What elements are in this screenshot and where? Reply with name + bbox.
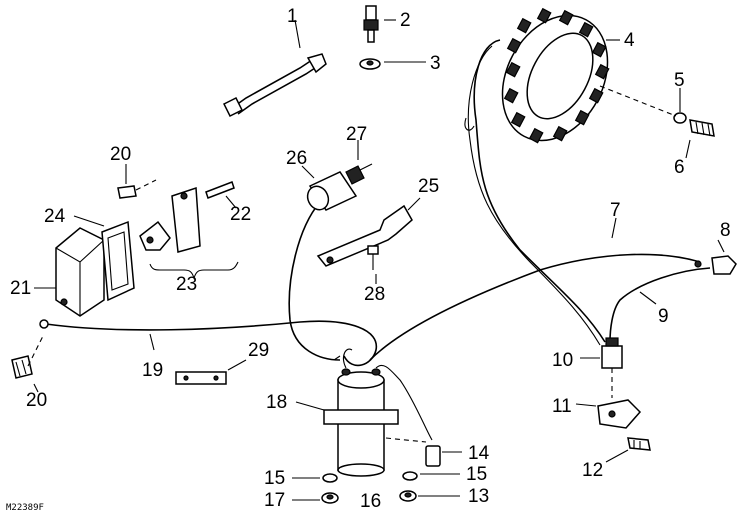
callout-8: 8 [720,220,731,241]
callout-4: 4 [624,30,635,51]
callout-28: 28 [364,284,385,305]
screw-6 [685,119,715,159]
bolt-12 [605,437,651,463]
callout-27: 27 [346,124,367,145]
callout-29: 29 [248,340,269,361]
callout-20-left: 20 [26,390,47,411]
callout-26: 26 [286,148,307,169]
callout-17: 17 [264,490,285,511]
lead-7 [369,217,701,361]
callout-18: 18 [266,392,287,413]
spark-plug-lead [222,19,327,118]
callout-5: 5 [674,70,685,91]
callout-10: 10 [552,350,573,371]
callout-13: 13 [468,486,489,507]
callout-25: 25 [418,176,439,197]
filter-lead [288,201,341,361]
screw-20-top [117,164,157,199]
callout-21: 21 [10,278,31,299]
switch-11 [575,399,642,429]
callout-24: 24 [44,206,66,227]
bracket-25 [316,197,421,267]
stator-lead-wires [464,39,606,346]
callout-23: 23 [176,274,197,295]
callout-15-left: 15 [264,468,285,489]
terminal-clip [694,239,737,275]
callout-22: 22 [230,204,251,225]
callout-3: 3 [430,53,441,74]
connector-10 [580,337,623,398]
points-23 [139,186,239,280]
callout-6: 6 [674,157,685,178]
callout-20-top: 20 [110,144,131,165]
plate-29 [175,359,247,385]
nut-17 [292,492,339,504]
callout-2: 2 [400,10,411,31]
washer-5 [673,88,687,124]
washer-15-left [292,473,338,483]
module-21 [34,227,105,317]
screw-28 [367,245,379,284]
ignition-coil [295,368,399,477]
callout-1: 1 [287,6,298,27]
screw-20-left [11,333,45,393]
lead-9 [609,267,711,343]
callout-15-right: 15 [466,464,487,485]
stator-mount-guide [599,85,677,117]
gasket-24 [73,215,135,302]
condenser-14 [385,437,462,467]
washer-3 [359,58,426,70]
callout-11: 11 [552,396,572,417]
nut-13 [399,490,460,502]
spark-plug [363,5,396,43]
callout-19: 19 [142,360,163,381]
capacitor-26 [301,165,358,211]
coil-leads [333,348,433,441]
condenser-27 [345,140,373,185]
callout-14: 14 [468,443,490,464]
lead-19 [39,319,378,367]
callout-labels: 1 2 3 4 5 6 7 8 9 10 11 12 13 14 15 15 1… [10,6,731,512]
washer-15-right [402,471,460,481]
callout-16: 16 [360,491,381,512]
pin-22 [205,181,237,209]
stator-ring [501,7,620,144]
callout-12: 12 [582,460,603,481]
callout-7: 7 [610,200,621,221]
figure-reference: M22389F [6,503,44,513]
callout-9: 9 [658,306,669,327]
